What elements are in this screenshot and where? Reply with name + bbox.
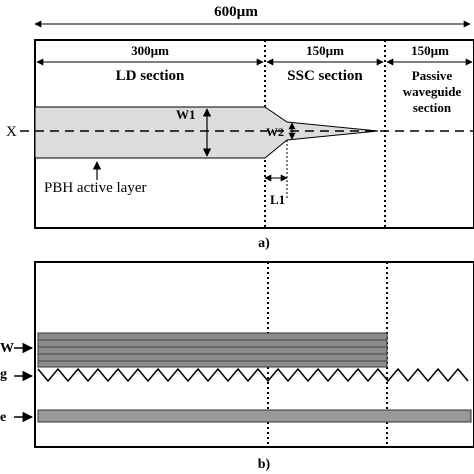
axis-x-label: X: [6, 124, 17, 140]
row-label-grating: g: [0, 367, 7, 382]
mqw-block: [37, 332, 388, 368]
passive-label-line2: waveguide: [403, 84, 462, 99]
pbh-label: PBH active layer: [44, 180, 146, 196]
total-width-label: 600µm: [214, 4, 258, 20]
ssc-width-label: 150µm: [306, 43, 344, 58]
passive-guide-layer: [37, 409, 472, 423]
caption-b: b): [258, 457, 271, 472]
ssc-section-label: SSC section: [287, 68, 363, 84]
grating-zigzag: [37, 367, 469, 383]
row-label-guide: e: [0, 410, 6, 425]
w2-label: W2: [266, 125, 284, 139]
passive-label-line1: Passive: [412, 68, 453, 83]
row-label-mqw: W: [0, 341, 14, 356]
l1-label: L1: [270, 192, 285, 207]
device-frame-b: [34, 261, 474, 448]
w1-label: W1: [176, 107, 196, 122]
ld-width-label: 300µm: [131, 43, 169, 58]
caption-a: a): [258, 236, 270, 251]
passive-label-line3: section: [413, 100, 452, 115]
mqw-stack: [37, 332, 388, 368]
ld-section-label: LD section: [116, 68, 185, 84]
passive-width-label: 150µm: [411, 43, 449, 58]
